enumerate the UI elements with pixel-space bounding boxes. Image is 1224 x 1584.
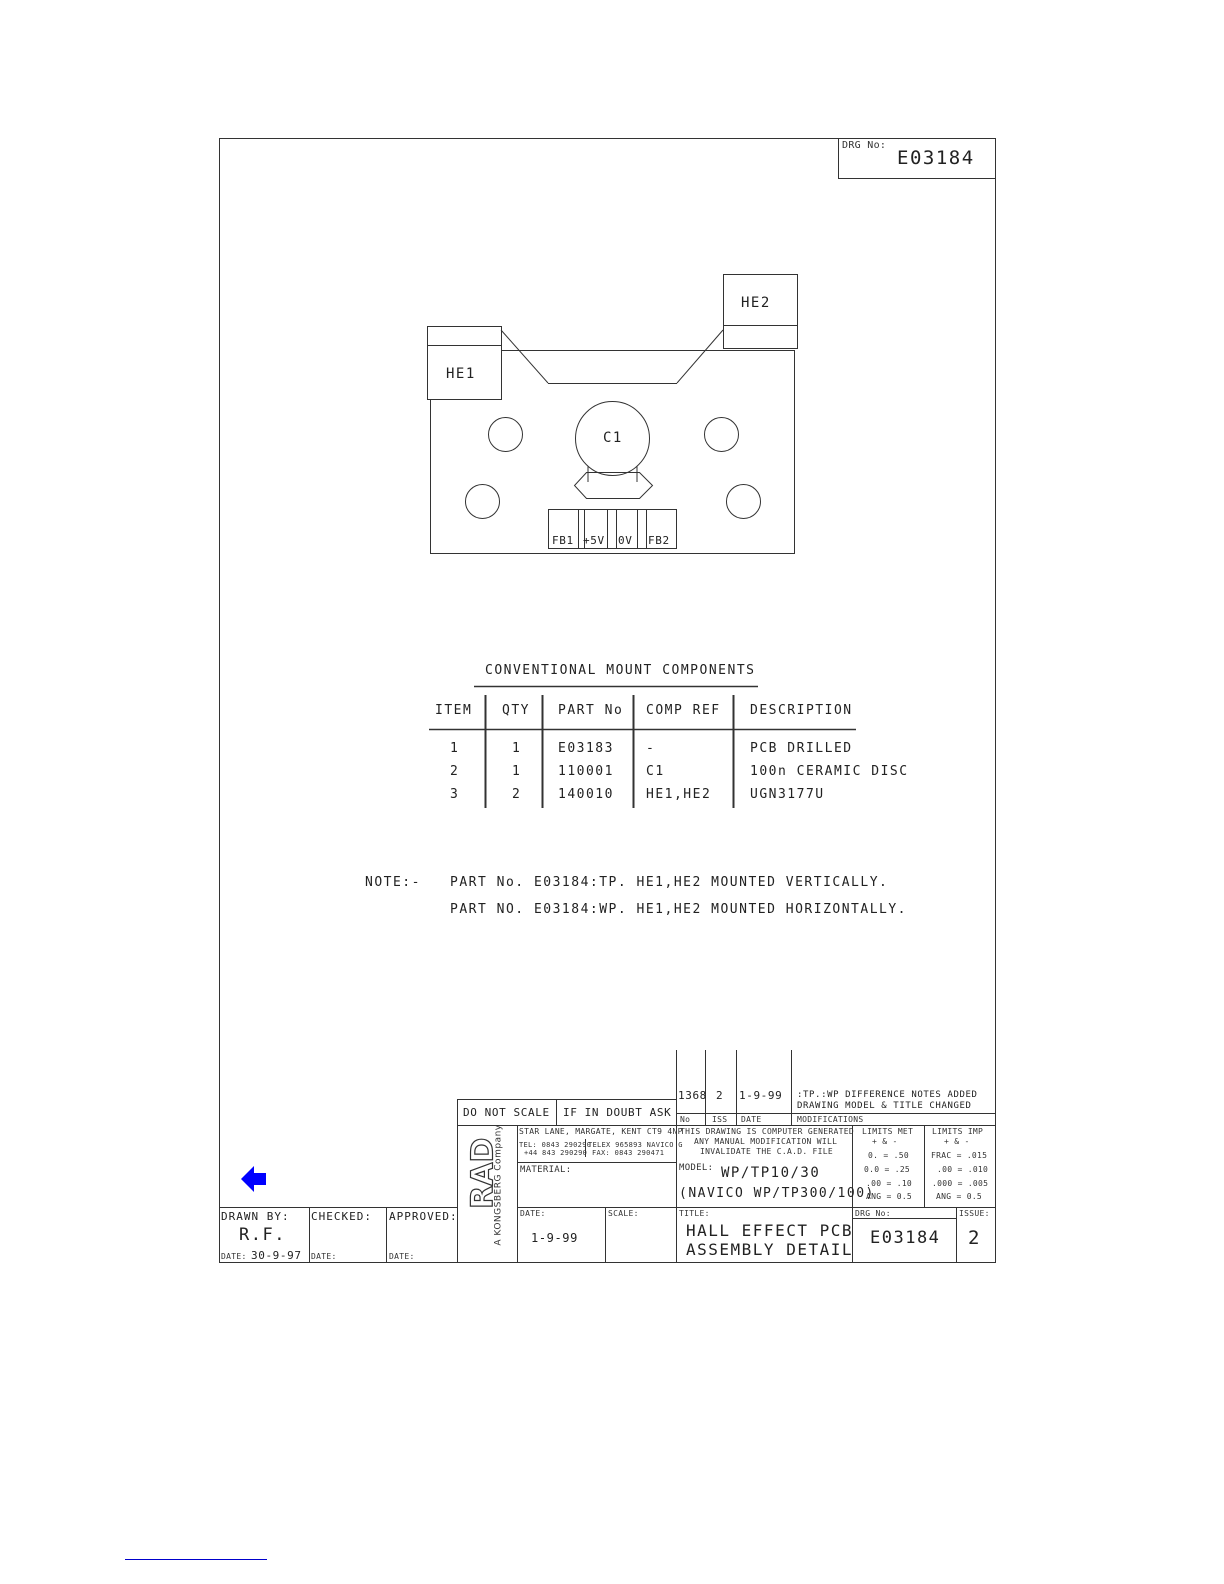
- bom-cell-description: PCB DRILLED: [750, 741, 853, 756]
- limits-met-2: 0.0 = .25: [864, 1165, 911, 1174]
- drawing-title-2: ASSEMBLY DETAIL: [686, 1240, 853, 1259]
- bom-cell-compref: HE1,HE2: [646, 787, 712, 802]
- bom-cell-item: 3: [450, 787, 460, 802]
- limits-imp-sub: + & -: [944, 1137, 970, 1146]
- c1-label: C1: [603, 430, 623, 446]
- approved-date-label: DATE:: [389, 1252, 415, 1261]
- connector-0v: 0V: [618, 534, 633, 547]
- drawing-title-1: HALL EFFECT PCB: [686, 1221, 853, 1240]
- he2-label: HE2: [741, 295, 771, 311]
- bom-cell-item: 1: [450, 741, 460, 756]
- issue-label: ISSUE:: [959, 1209, 990, 1218]
- bom-header-part: PART No: [558, 703, 624, 718]
- limits-met-4: ANG = 0.5: [866, 1192, 913, 1201]
- mod-header-iss: ISS: [712, 1115, 728, 1124]
- tel: TEL: 0843 290290: [519, 1141, 592, 1149]
- scale-label: SCALE:: [608, 1209, 639, 1218]
- mod-text-2: DRAWING MODEL & TITLE CHANGED: [797, 1101, 972, 1111]
- do-not-scale: DO NOT SCALE: [463, 1106, 550, 1119]
- model-label: MODEL:: [679, 1163, 714, 1173]
- limits-imp-4: ANG = 0.5: [936, 1192, 983, 1201]
- drg-no: E03184: [897, 147, 975, 169]
- mod-header-date: DATE: [741, 1115, 762, 1124]
- date-label: DATE:: [520, 1209, 546, 1218]
- bom-cell-part: E03183: [558, 741, 614, 756]
- note-line-2: PART NO. E03184:WP. HE1,HE2 MOUNTED HORI…: [450, 902, 908, 917]
- limits-met-title: LIMITS MET: [862, 1127, 914, 1136]
- fax: FAX: 0843 290471: [592, 1149, 665, 1157]
- mod-text-1: :TP.:WP DIFFERENCE NOTES ADDED: [797, 1090, 978, 1100]
- brand-block: SIMRAD: [458, 1127, 517, 1207]
- drg-label: DRG No:: [855, 1209, 891, 1218]
- approved-label: APPROVED:: [389, 1210, 458, 1223]
- limits-imp-3: .000 = .005: [932, 1179, 989, 1188]
- note-line-1: PART No. E03184:TP. HE1,HE2 MOUNTED VERT…: [450, 875, 889, 890]
- bom-cell-description: 100n CERAMIC DISC: [750, 764, 909, 779]
- limits-met-1: 0. = .50: [868, 1151, 909, 1160]
- computer-note-1: THIS DRAWING IS COMPUTER GENERATED: [680, 1127, 854, 1136]
- drawn-by: R.F.: [239, 1225, 286, 1245]
- back-arrow-icon: [241, 1166, 266, 1192]
- bom-header-description: DESCRIPTION: [750, 703, 853, 718]
- if-in-doubt-ask: IF IN DOUBT ASK: [563, 1106, 672, 1119]
- back-button[interactable]: [240, 1164, 268, 1194]
- limits-imp-title: LIMITS IMP: [932, 1127, 984, 1136]
- bom-title: CONVENTIONAL MOUNT COMPONENTS: [485, 663, 756, 678]
- tel-intl: +44 843 290290: [524, 1149, 588, 1157]
- model-2: (NAVICO WP/TP300/100): [679, 1186, 875, 1201]
- title-label: TITLE:: [679, 1209, 710, 1218]
- material-label: MATERIAL:: [520, 1165, 572, 1175]
- drg-number: E03184: [870, 1228, 941, 1248]
- connector-fb2: FB2: [648, 534, 670, 547]
- bom-cell-qty: 2: [512, 787, 522, 802]
- drawn-by-label: DRAWN BY:: [221, 1210, 290, 1223]
- mod-no: 1368: [678, 1089, 707, 1102]
- footer-link[interactable]: [125, 1545, 267, 1561]
- mod-iss: 2: [716, 1089, 724, 1102]
- bom-cell-qty: 1: [512, 764, 522, 779]
- brand-sub: A KONGSBERG Company: [493, 1124, 504, 1246]
- limits-imp-1: FRAC = .015: [931, 1151, 988, 1160]
- drg-no-label: DRG No:: [842, 140, 887, 151]
- connector-5v: +5V: [583, 534, 605, 547]
- bom-cell-compref: -: [646, 741, 656, 756]
- limits-imp-2: .00 = .010: [937, 1165, 989, 1174]
- bom-cell-compref: C1: [646, 764, 665, 779]
- limits-met-3: .00 = .10: [866, 1179, 913, 1188]
- checked-date-label: DATE:: [311, 1252, 337, 1261]
- date: 1-9-99: [531, 1231, 578, 1245]
- mod-header-modifications: MODIFICATIONS: [797, 1115, 864, 1124]
- bom-cell-description: UGN3177U: [750, 787, 825, 802]
- checked-label: CHECKED:: [311, 1210, 372, 1223]
- bom-header-compref: COMP REF: [646, 703, 721, 718]
- limits-met-sub: + & -: [872, 1137, 898, 1146]
- model: WP/TP10/30: [721, 1165, 821, 1181]
- bom-cell-part: 140010: [558, 787, 614, 802]
- connector-fb1: FB1: [552, 534, 574, 547]
- telex: TELEX 965893 NAVICO G: [588, 1141, 683, 1149]
- issue-number: 2: [968, 1227, 981, 1249]
- bom-header-item: ITEM: [435, 703, 473, 718]
- address: STAR LANE, MARGATE, KENT CT9 4NP: [519, 1127, 683, 1136]
- computer-note-3: INVALIDATE THE C.A.D. FILE: [700, 1147, 834, 1156]
- bom-cell-item: 2: [450, 764, 460, 779]
- bom-cell-qty: 1: [512, 741, 522, 756]
- he1-label: HE1: [446, 366, 476, 382]
- mod-date: 1-9-99: [739, 1089, 783, 1102]
- bom-cell-part: 110001: [558, 764, 614, 779]
- note-label: NOTE:-: [365, 875, 421, 890]
- drawn-date: 30-9-97: [251, 1249, 302, 1262]
- drawn-date-label: DATE:: [221, 1252, 247, 1261]
- bom-header-qty: QTY: [502, 703, 530, 718]
- mod-header-no: No: [680, 1115, 691, 1124]
- computer-note-2: ANY MANUAL MODIFICATION WILL: [694, 1137, 838, 1146]
